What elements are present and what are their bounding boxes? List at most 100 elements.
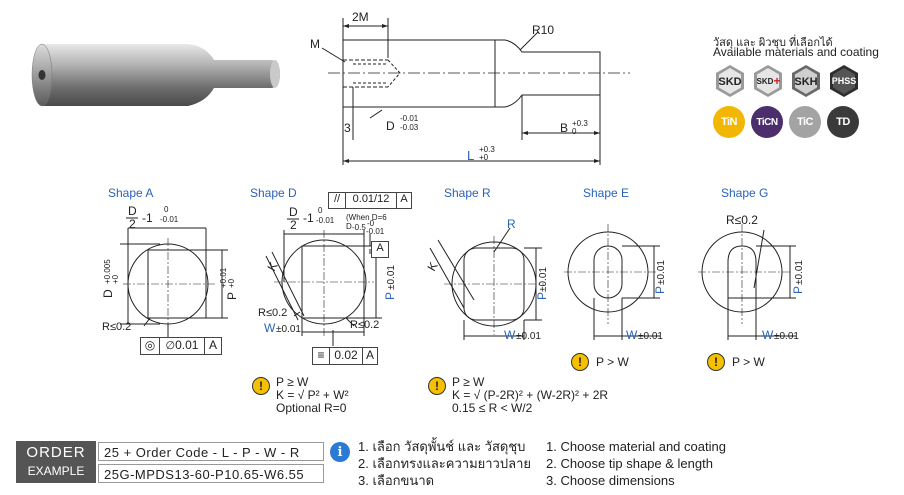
shape-e-w: W xyxy=(626,328,638,342)
shape-d-datum-a: A xyxy=(371,241,389,258)
warning-icon-e: ! xyxy=(571,353,589,371)
svg-text:PHSS: PHSS xyxy=(832,76,857,86)
shape-d-title: Shape D xyxy=(250,186,297,200)
d-tol-up: -0.01 xyxy=(400,114,419,123)
shape-e-w-tol: ±0.01 xyxy=(638,331,663,342)
shape-r-drawing: R K P ±0.01 W ±0.01 xyxy=(424,217,549,342)
svg-text:SKD: SKD xyxy=(718,76,741,88)
shape-e-title: Shape E xyxy=(583,186,630,200)
coating-badge-td: TD xyxy=(827,106,859,138)
svg-text:SKD: SKD xyxy=(757,77,774,86)
shape-a-p: P xyxy=(225,292,238,300)
steps-thai: 1. เลือก วัสดุพั้นช์ และ วัสดุชุบ 2. เลื… xyxy=(358,438,531,489)
shape-r-p: P xyxy=(535,292,549,300)
warning-icon-d: ! xyxy=(252,377,270,395)
shape-g-p: P xyxy=(791,286,805,294)
warning-icon-r: ! xyxy=(428,377,446,395)
order-format: 25 + Order Code - L - P - W - R xyxy=(98,442,324,461)
r10-label: R10 xyxy=(532,23,554,37)
steps-english: 1. Choose material and coating 2. Choose… xyxy=(546,438,726,489)
materials-heading-th: วัสดุ และ ผิวชุบ ที่เลือกได้ xyxy=(713,37,833,49)
shape-d-conditions: P ≥ W K = √ P² + W² Optional R=0 xyxy=(276,376,349,415)
shape-d-cond-2: K = √ P² + W² xyxy=(276,388,349,402)
shape-d-tol001: -0.01 xyxy=(316,216,335,225)
material-badge-phss: PHSS xyxy=(830,65,858,97)
step-en-2: 2. Choose tip shape & length xyxy=(546,456,713,471)
shape-e-condition: P > W xyxy=(596,355,629,369)
shape-d-p: P xyxy=(383,292,397,300)
shape-d-cond-1: P ≥ W xyxy=(276,375,309,389)
shape-e-p: P xyxy=(653,286,667,294)
shape-d-cond-3: Optional R=0 xyxy=(276,401,347,415)
shape-d-tol05: -0.5 xyxy=(352,223,366,232)
shape-d-par-val: 0.01/12 xyxy=(346,193,397,208)
shape-d-symmetry-frame: ≡ 0.02 A xyxy=(312,347,378,365)
shape-a-concentricity-frame: ◎ ∅0.01 A xyxy=(140,337,222,355)
svg-text:SKH: SKH xyxy=(794,76,817,88)
step-th-3: 3. เลือกขนาด xyxy=(358,473,435,488)
shape-g-title: Shape G xyxy=(721,186,769,200)
two-m-label: 2M xyxy=(352,10,369,24)
shape-d-d2: D xyxy=(346,222,352,231)
step-en-3: 3. Choose dimensions xyxy=(546,473,675,488)
shape-a-r: R≤0.2 xyxy=(102,321,131,333)
shape-r-r: R xyxy=(507,217,516,231)
order-example-label: ORDER EXAMPLE xyxy=(16,441,96,483)
coating-badge-tin: TiN xyxy=(713,106,745,138)
shape-a-d-tol: +0.005 xyxy=(103,259,112,284)
shape-g-r: R≤0.2 xyxy=(726,213,758,227)
main-drawing: M 2M R10 3 D -0.01 -0.03 B +0.3 0 L +0.3… xyxy=(310,10,630,165)
shape-a-p-tol0: +0 xyxy=(227,278,236,288)
shape-a-p-tol: +0.01 xyxy=(219,267,228,288)
three-label: 3 xyxy=(344,121,351,135)
shape-e-drawing: P ±0.01 W ±0.01 xyxy=(564,224,667,342)
order-example-code: 25G-MPDS13-60-P10.65-W6.55 xyxy=(98,464,324,483)
materials-heading-en: Available materials and coating xyxy=(713,45,879,59)
shape-d-d-over: D xyxy=(289,205,298,219)
shape-d-k: K xyxy=(264,260,280,274)
material-badge-skd: SKD xyxy=(716,65,744,97)
punch-photo xyxy=(31,43,280,107)
order-subtitle: EXAMPLE xyxy=(27,464,85,478)
shape-e-p-tol: ±0.01 xyxy=(656,260,667,285)
l-tol-up: +0.3 xyxy=(479,145,495,154)
shape-g-condition: P > W xyxy=(732,355,765,369)
shape-g-p-tol: ±0.01 xyxy=(794,260,805,285)
shape-r-p-tol: ±0.01 xyxy=(538,267,549,292)
b-tol-lo: 0 xyxy=(572,127,577,136)
shape-d-tol05-001: -0.01 xyxy=(366,227,385,236)
order-title: ORDER xyxy=(26,444,86,461)
b-label: B xyxy=(560,121,568,135)
shape-d-w-tol: ±0.01 xyxy=(276,324,301,335)
concentricity-icon: ◎ xyxy=(141,338,160,354)
material-badge-skd-plus: SKD+ xyxy=(754,65,782,97)
shape-g-drawing: R≤0.2 P ±0.01 W ±0.01 xyxy=(698,213,805,342)
shape-d-par-ref: A xyxy=(400,193,408,205)
step-th-1: 1. เลือก วัสดุพั้นช์ และ วัสดุชุบ xyxy=(358,439,526,454)
shape-d-drawing: D 2 -1 0 -0.01 (When D=6 D -0.5 -0 -0.01… xyxy=(258,205,397,346)
shape-r-cond-3: 0.15 ≤ R < W/2 xyxy=(452,401,533,415)
shape-a-d-tol0: +0 xyxy=(111,274,120,284)
coating-badge-ticn: TiCN xyxy=(751,106,783,138)
step-en-1: 1. Choose material and coating xyxy=(546,439,726,454)
shape-g-w: W xyxy=(762,328,774,342)
symmetry-icon: ≡ xyxy=(313,348,330,364)
shape-d-two: 2 xyxy=(290,218,297,232)
b-tol-up: +0.3 xyxy=(572,119,588,128)
shape-d-minus1: -1 xyxy=(303,211,314,225)
material-badge-skh: SKH xyxy=(792,65,820,97)
shape-a-conc-val: 0.01 xyxy=(175,338,199,352)
shape-r-conditions: P ≥ W K = √ (P-2R)² + (W-2R)² + 2R 0.15 … xyxy=(452,376,608,415)
step-th-2: 2. เลือกทรงและความยาวปลาย xyxy=(358,456,531,471)
info-icon: i xyxy=(330,442,350,462)
shape-r-cond-1: P ≥ W xyxy=(452,375,485,389)
shape-a-tol0: 0 xyxy=(164,205,169,214)
shape-d-parallel-frame: // 0.01/12 A xyxy=(328,192,412,209)
shape-r-title: Shape R xyxy=(444,186,491,200)
shape-d-r-left: R≤0.2 xyxy=(258,307,287,319)
shape-a-conc-ref: A xyxy=(208,338,217,352)
l-label: L xyxy=(467,148,474,163)
shape-d-r-right: R≤0.2 xyxy=(350,319,379,331)
shape-a-d: D xyxy=(101,289,115,298)
shape-r-w: W xyxy=(504,328,516,342)
